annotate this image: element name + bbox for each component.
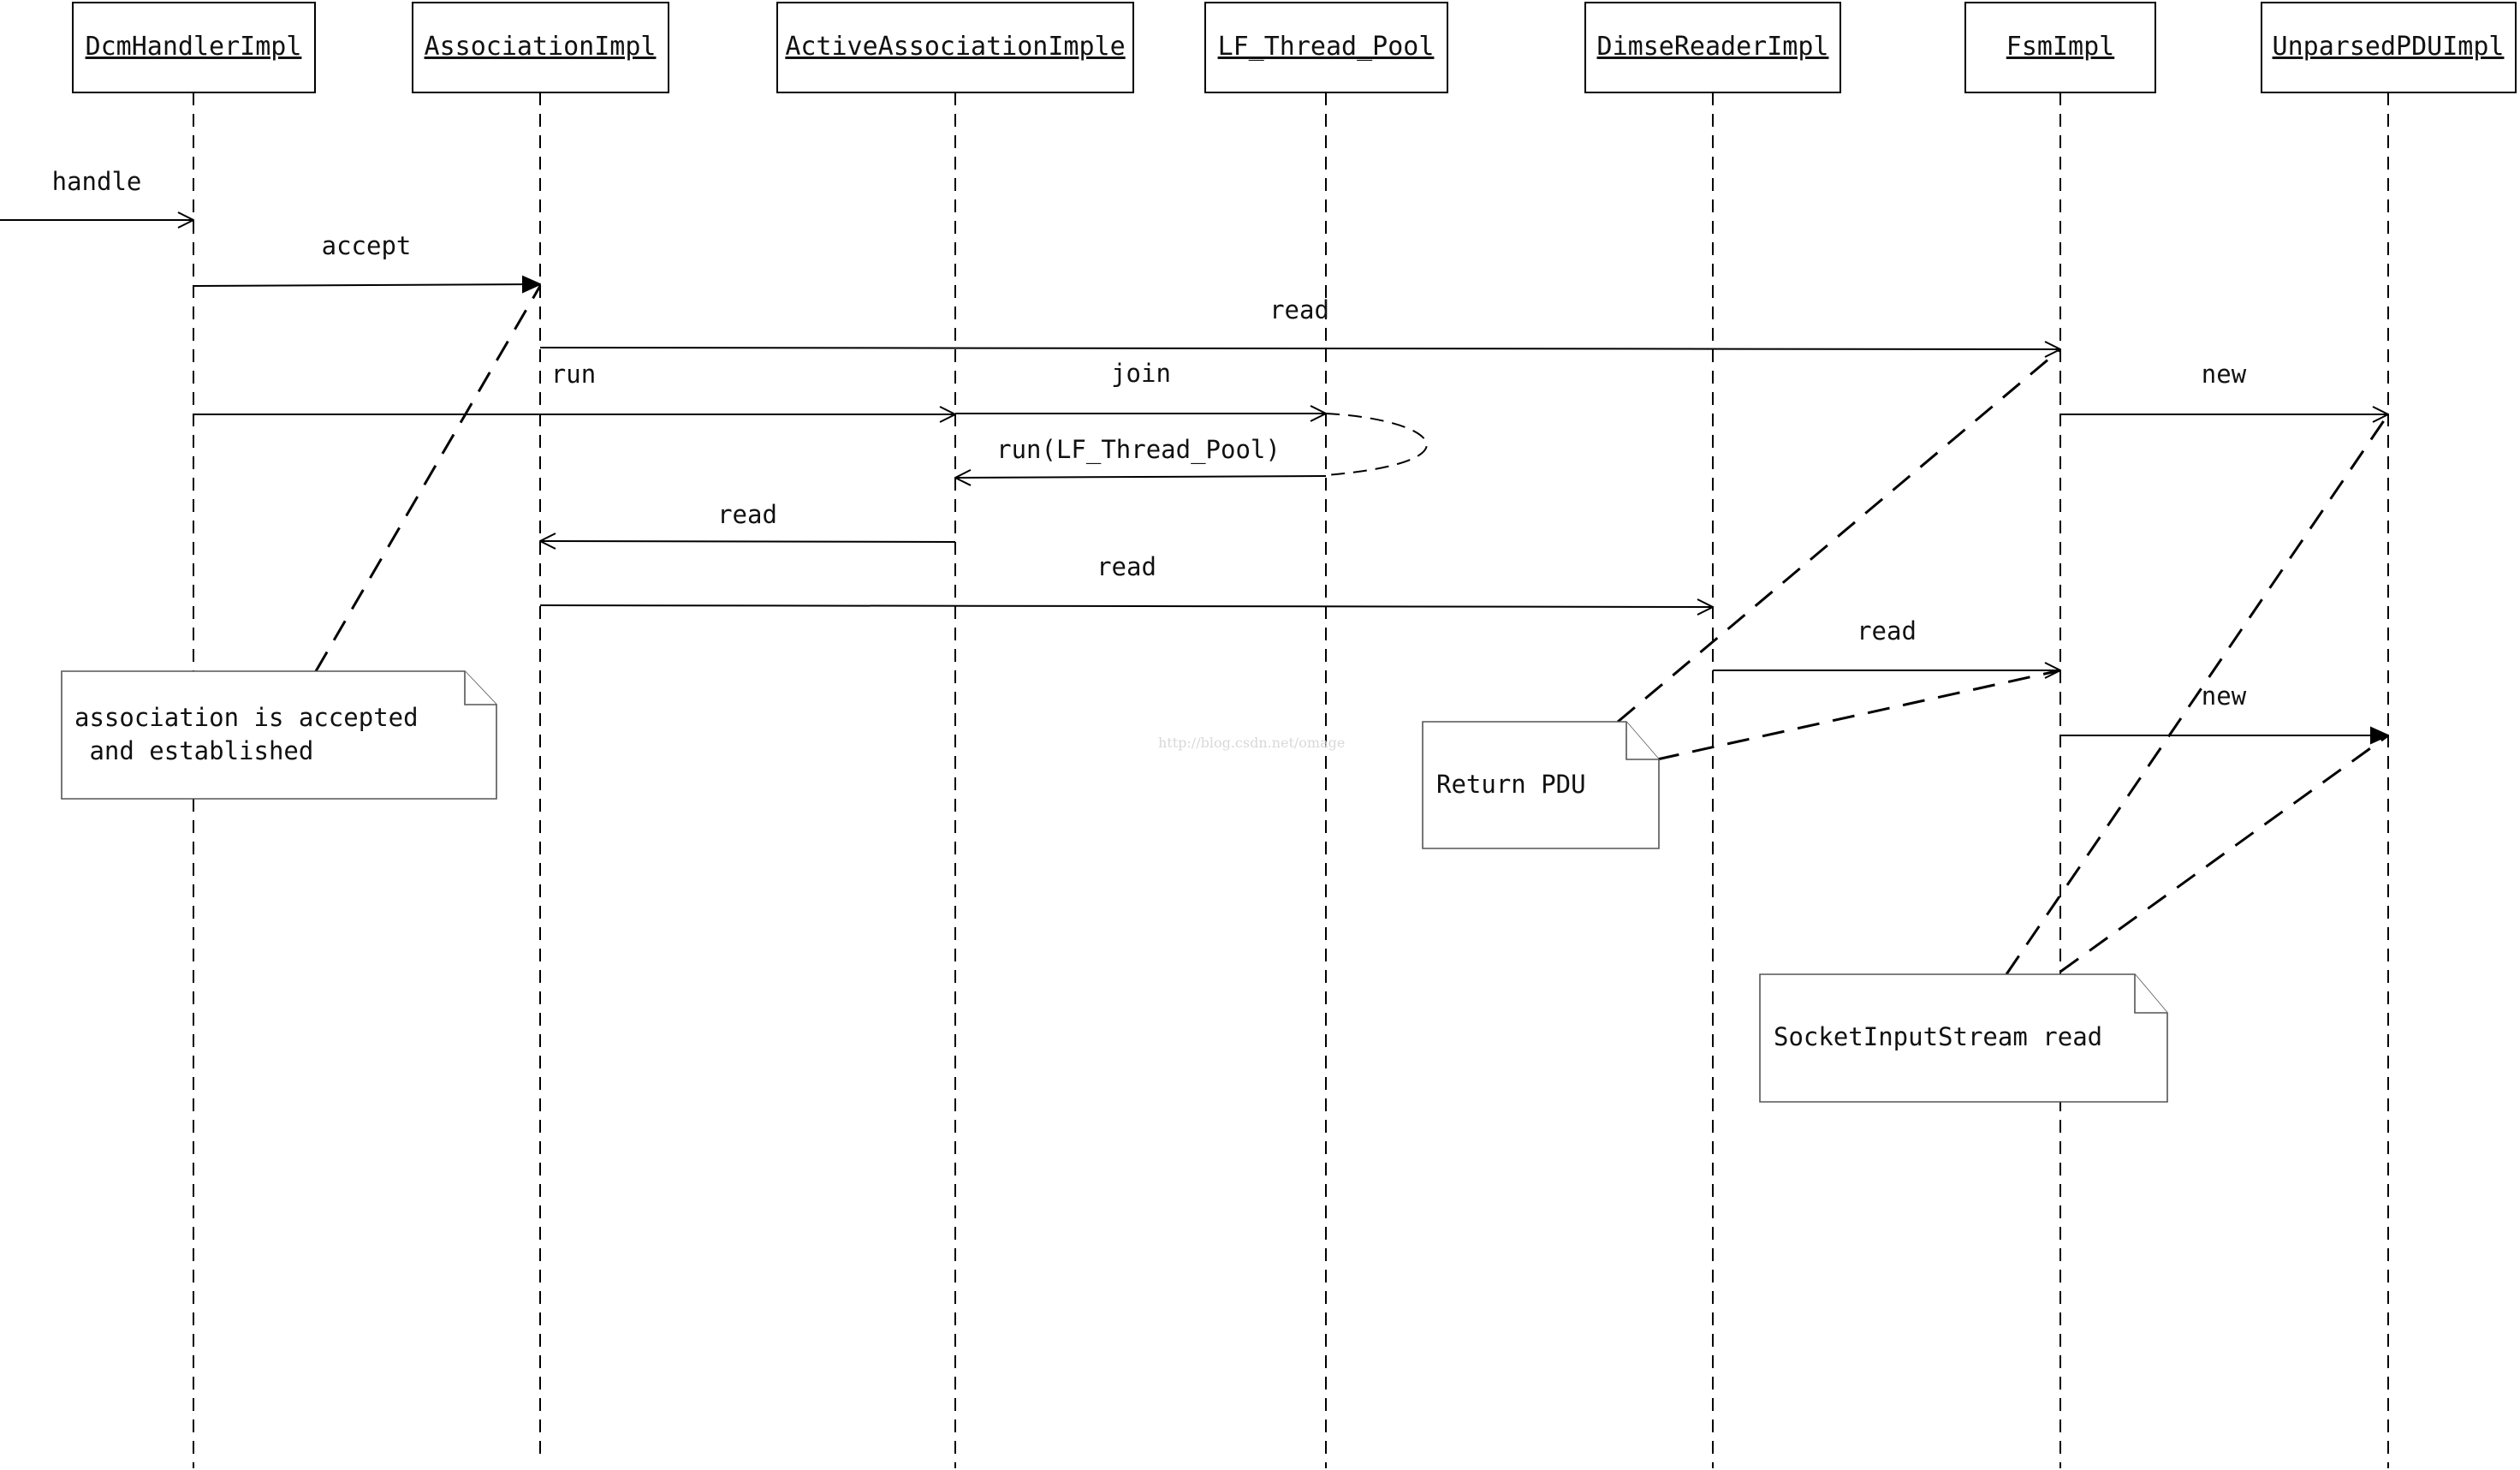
participant-lf-thread-pool: LF_Thread_Pool [1204,2,1448,93]
participant-label: UnparsedPDUImpl [2273,32,2505,62]
participant-label: LF_Thread_Pool [1218,32,1435,62]
participant-label: FsmImpl [2006,32,2114,62]
note-association-accepted: association is accepted and established [61,670,497,800]
participant-label: DimseReaderImpl [1597,32,1829,62]
message-run: run [193,360,955,414]
anchor-return-pdu-to-dimse-read [1656,669,2061,761]
watermark-text: http://blog.csdn.net/omage [1158,735,1345,751]
note-line: association is accepted [74,703,419,732]
note-line: SocketInputStream read [1774,1022,2102,1051]
lifelines [193,92,2389,1468]
participant-active-association: ActiveAssociationImple [776,2,1134,93]
message-label: accept [322,231,412,260]
message-label: run(LF_Thread_Pool) [996,435,1281,465]
message-label: run [551,360,596,389]
note-anchors [314,285,2390,975]
message-label: new [2202,681,2247,711]
anchor-return-pdu-to-fsm-read [1617,348,2061,723]
participant-association: AssociationImpl [412,2,669,93]
message-read-to-dimse: read [539,552,1713,607]
anchor-accepted [314,285,542,672]
message-label: read [1097,552,1156,581]
message-label: join [1111,359,1171,388]
participant-fsm: FsmImpl [1964,2,2156,93]
message-read-to-association: read [540,500,956,542]
thread-pool-loop [1325,413,1428,476]
message-label: new [2202,360,2247,389]
participant-unparsed-pdu: UnparsedPDUImpl [2261,2,2517,93]
participant-label: AssociationImpl [425,32,657,62]
anchor-socket-read-to-new [2005,414,2390,975]
message-run-lf-thread-pool: run(LF_Thread_Pool) [955,435,1327,478]
message-label: read [1857,616,1917,646]
participant-label: ActiveAssociationImple [785,32,1125,62]
message-read-dimse-to-fsm: read [1713,616,2060,670]
message-join: join [955,359,1326,414]
message-new-pdu-2: new [2060,681,2388,735]
message-label: handle [52,167,142,196]
message-handle: handle [0,167,193,220]
note-socket-input-stream-read: SocketInputStream read [1759,973,2168,1103]
anchor-socket-read-to-new-2 [2059,734,2389,973]
message-label: read [717,500,777,529]
note-line: Return PDU [1436,770,1586,799]
message-accept: accept [193,231,540,286]
message-label: read [1269,295,1329,324]
message-new-pdu: new [2060,360,2388,414]
participant-dimse-reader: DimseReaderImpl [1584,2,1841,93]
participant-dcm-handler: DcmHandlerImpl [72,2,316,93]
participant-label: DcmHandlerImpl [86,32,302,62]
note-line: and established [74,736,313,765]
message-read-to-fsm: read [539,295,2060,349]
note-return-pdu: Return PDU [1422,721,1660,849]
